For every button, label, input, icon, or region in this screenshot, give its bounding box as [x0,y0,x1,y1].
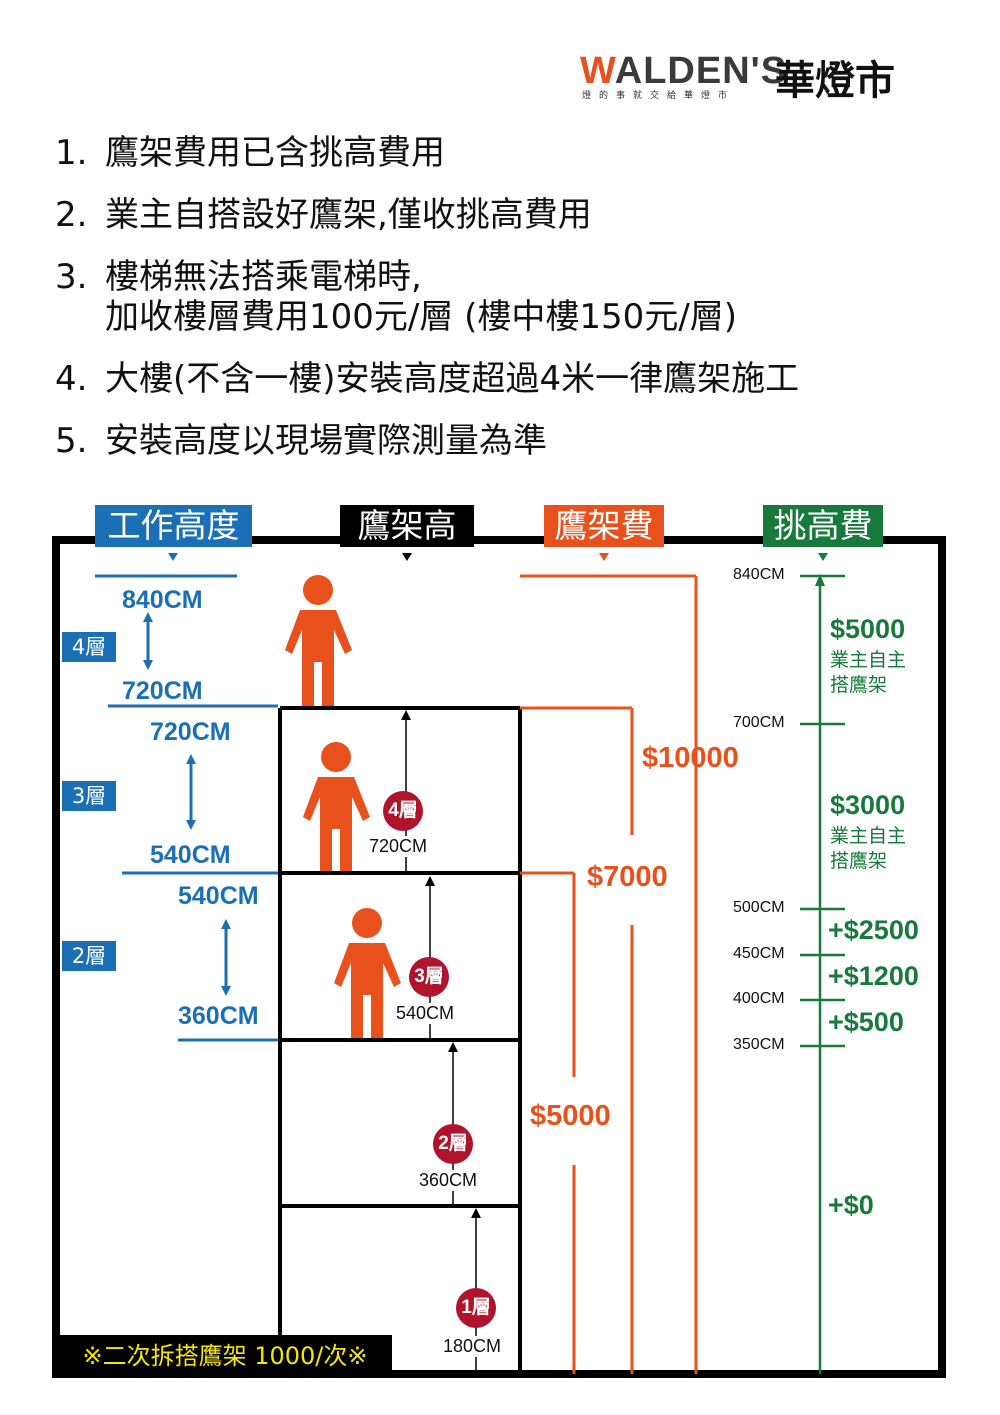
header-scaffold-height: 鷹架高 [340,505,474,547]
ceiling-tick-label: 450CM [733,945,785,962]
worker-icon [285,575,352,706]
scaffold-fee-price: $7000 [587,861,668,893]
ceiling-fee-price: +$0 [828,1190,874,1220]
ceiling-fee-price: +$1200 [828,961,919,991]
scaffold-structure [278,706,522,1374]
brand-name-en: WALDEN'S [580,50,788,92]
work-height-arrowheads [143,612,231,996]
ceiling-tick-label: 840CM [733,566,785,583]
worker-icon [334,908,401,1038]
work-height-label: 720CM [150,718,231,746]
header-scaffold-fee: 鷹架費 [544,505,664,547]
rule-item: 3.樓梯無法搭乘電梯時, [55,257,422,297]
floor-tag: 4層 [62,632,116,662]
ceiling-fee-axis [800,574,845,1374]
ceiling-fee-price: +$2500 [828,915,919,945]
scaffold-fee-lines [520,574,698,1374]
ceiling-fee-note: 搭鷹架 [830,850,888,872]
ceiling-fee-note: 業主自主 [830,649,907,671]
scaffold-height-label: 720CM [369,836,428,857]
diagram-frame [52,536,946,1378]
header-ceiling-fee: 挑高費 [763,505,883,547]
work-height-label: 360CM [178,1002,259,1030]
work-height-label: 540CM [178,882,259,910]
header-pointer [402,553,412,561]
scaffold-height-label: 360CM [419,1170,478,1191]
worker-icon [303,742,370,871]
brand-slogan: 燈的事就交給華燈市 [582,91,736,101]
scaffold-fee-price: $10000 [642,742,739,774]
rules-list: 1.鷹架費用已含挑高費用 2.業主自搭設好鷹架,僅收挑高費用 3.樓梯無法搭乘電… [55,133,799,461]
floor-badge: 3層 [409,957,449,997]
footnote-rebuild-fee: ※二次拆搭鷹架 1000/次※ [58,1335,392,1377]
header-pointer [168,553,178,561]
rule-item: 4.大樓(不含一樓)安裝高度超過4米一律鷹架施工 [55,359,800,399]
brand-name-zh: 華燈市 [775,58,895,104]
ceiling-tick-label: 400CM [733,990,785,1007]
ceiling-fee-price: +$500 [828,1007,904,1037]
work-height-label: 840CM [122,586,203,614]
rule-item-continued: 加收樓層費用100元/層 (樓中樓150元/層) [105,297,738,337]
work-height-label: 720CM [122,677,203,705]
work-height-label: 540CM [150,841,231,869]
ceiling-fee-note: 搭鷹架 [830,674,888,696]
scaffold-fee-price: $5000 [530,1100,611,1132]
floor-badge: 4層 [383,791,423,831]
rule-item: 1.鷹架費用已含挑高費用 [55,133,445,173]
header-pointer [599,553,609,561]
scaffold-height-label: 540CM [396,1003,455,1024]
brand-logo: WALDEN'S 華燈市 燈的事就交給華燈市 [580,48,940,108]
rule-item: 2.業主自搭設好鷹架,僅收挑高費用 [55,195,592,235]
ceiling-fee-price: $3000 [830,790,906,820]
ceiling-tick-label: 500CM [733,899,785,916]
rule-item: 5.安裝高度以現場實際測量為準 [55,421,547,461]
ceiling-fee-price: $5000 [830,614,906,644]
ceiling-fee-note: 業主自主 [830,825,907,847]
header-pointer [818,553,828,561]
floor-badge: 2層 [433,1124,473,1164]
floor-tag: 3層 [62,781,116,811]
ceiling-tick-label: 350CM [733,1036,785,1053]
scaffold-height-label: 180CM [443,1336,502,1357]
floor-badge: 1層 [456,1288,496,1328]
ceiling-fee-arrowhead [815,574,825,586]
header-work-height: 工作高度 [95,505,252,547]
work-height-lines [95,574,278,1042]
floor-tag: 2層 [62,941,116,971]
scaffold-arrowheads [401,710,481,1218]
ceiling-tick-label: 700CM [733,714,785,731]
